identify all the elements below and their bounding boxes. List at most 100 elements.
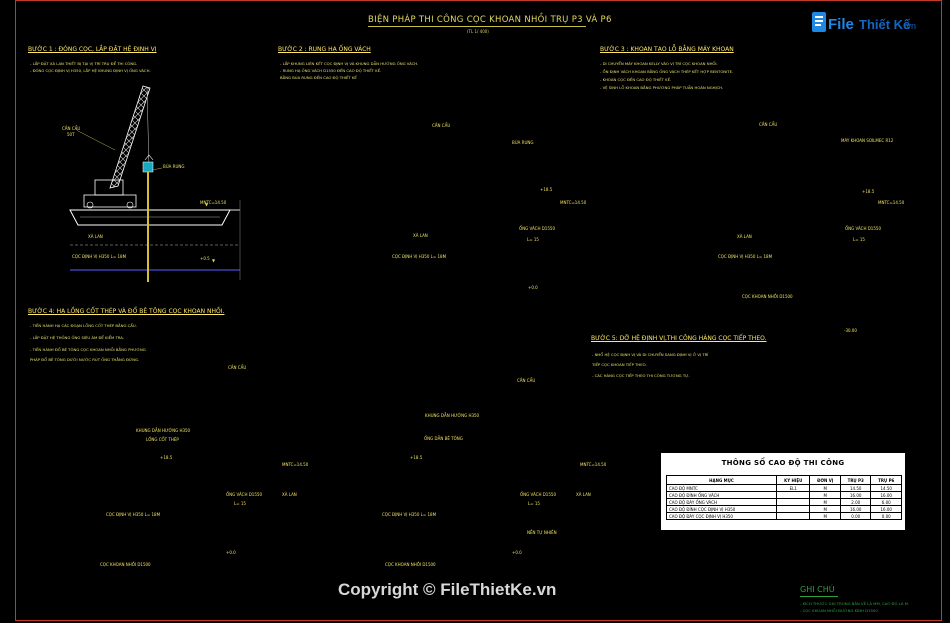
table-row: CAO ĐỘ ĐÁY CỌC ĐỊNH VỊ H350 M 0.00 0.00 xyxy=(666,512,902,520)
table-cell xyxy=(775,491,811,499)
step4-heading: BƯỚC 4: HẠ LỒNG CỐT THÉP VÀ ĐỔ BÊ TÔNG C… xyxy=(28,308,225,315)
table-cell: M xyxy=(809,512,841,520)
table-header: TRỤ P3 xyxy=(839,475,872,485)
svg-text:▼: ▼ xyxy=(205,202,209,207)
table-header: KÝ HIỆU xyxy=(775,475,811,485)
logo-text-1: File xyxy=(828,16,854,33)
logo-text-2: Thiết Kế xyxy=(859,17,911,32)
table-cell: 6.00 xyxy=(870,498,902,506)
table-cell: 14.50 xyxy=(870,484,902,492)
step1-note: - LẮP ĐẶT XÀ LAN THIẾT BỊ TẠI VỊ TRÍ TRỤ… xyxy=(30,61,138,66)
table-cell: 0.00 xyxy=(839,512,872,520)
label-casing: ỐNG VÁCH D1550 xyxy=(520,492,556,497)
table-cell: 0.00 xyxy=(870,512,902,520)
drawing-frame xyxy=(15,0,942,621)
table-grid: HẠNG MỤC KÝ HIỆU ĐƠN VỊ TRỤ P3 TRỤ P6 CA… xyxy=(666,475,902,520)
label-mntc: MNTC=14.50 xyxy=(200,200,227,205)
step2-note: BẰNG BÚA RUNG ĐẾN CAO ĐỘ THIẾT KẾ xyxy=(280,75,357,80)
label-level: +0.5 xyxy=(200,256,210,261)
label-casing-length: L= 15 xyxy=(527,237,539,242)
table-cell: M xyxy=(809,505,841,513)
table-cell: EL1 xyxy=(775,484,811,492)
table-cell: M xyxy=(809,491,841,499)
label-barge: XÀ LAN xyxy=(413,233,428,238)
table-header: HẠNG MỤC xyxy=(666,475,777,485)
label-level: +18.5 xyxy=(540,187,553,192)
label-level: +0.0 xyxy=(512,550,522,555)
step1-note: - ĐÓNG CỌC ĐỊNH VỊ H350, LẮP HỆ KHUNG ĐỊ… xyxy=(30,68,151,73)
copyright-watermark: Copyright © FileThietKe.vn xyxy=(338,580,557,599)
step4-note: PHÁP ĐỔ BÊ TÔNG DƯỚI NƯỚC RÚT ỐNG THẲNG … xyxy=(30,357,140,362)
label-drill: MÁY KHOAN SOILMEC R12 xyxy=(841,138,894,143)
label-level: +0.0 xyxy=(226,550,236,555)
label-mntc: MNTC=14.50 xyxy=(560,200,587,205)
table-cell: CAO ĐỘ ĐỈNH ỐNG VÁCH xyxy=(666,491,777,499)
label-guide-pile: CỌC ĐỊNH VỊ H350 L= 18M xyxy=(718,254,773,259)
label-vibro: BÚA RUNG xyxy=(163,164,185,169)
label-crane: CẦN CẨU xyxy=(432,123,451,128)
table-cell: 2.00 xyxy=(839,498,872,506)
step2-note: - RUNG HẠ ỐNG VÁCH D1550 ĐẾN CAO ĐỘ THIẾ… xyxy=(280,68,382,73)
step3-note: - ỔN ĐỊNH VÁCH KHOAN BẰNG ỐNG VÁCH THÉP … xyxy=(600,69,734,74)
step4-note: - TIẾN HÀNH ĐỔ BÊ TÔNG CỌC KHOAN NHỒI BẰ… xyxy=(30,347,146,352)
label-crane: CẦN CẨU xyxy=(759,122,778,127)
label-barge: XÀ LAN xyxy=(737,234,752,239)
label-crane: CẦN CẨU xyxy=(228,365,247,370)
table-cell: CAO ĐỘ MNTC xyxy=(666,484,777,492)
filethietke-logo: File Thiết Kế .vn xyxy=(812,12,916,33)
svg-text:▼: ▼ xyxy=(212,258,216,263)
label-casing-length: L= 15 xyxy=(528,501,540,506)
table-row: CAO ĐỘ ĐỈNH ỐNG VÁCH M 16.00 16.00 xyxy=(666,491,902,499)
table-header: TRỤ P6 xyxy=(870,475,902,485)
label-crane: CẦN CẨU xyxy=(62,126,81,131)
step3-note: - VỆ SINH LỖ KHOAN BẰNG PHƯƠNG PHÁP TUẦN… xyxy=(600,85,724,90)
table-cell xyxy=(775,512,811,520)
label-guide-frame: KHUNG DẪN HƯỚNG H350 xyxy=(136,428,191,433)
table-cell: CAO ĐỘ ĐÁY ỐNG VÁCH xyxy=(666,498,777,506)
label-barge: XÀ LAN xyxy=(88,234,103,239)
label-guide-pile: CỌC ĐỊNH VỊ H350 L= 18M xyxy=(382,512,437,517)
label-casing-length: L= 15 xyxy=(853,237,865,242)
table-cell: CAO ĐỘ ĐỈNH CỌC ĐỊNH VỊ H350 xyxy=(666,505,777,513)
step1-drawing: ▼ ▼ xyxy=(69,85,241,282)
label-cage: LỒNG CỐT THÉP xyxy=(146,437,179,442)
step5-note: - NHỔ HỆ CỌC ĐỊNH VỊ VÀ DI CHUYỂN SANG Đ… xyxy=(592,352,709,357)
label-level: +18.5 xyxy=(410,455,423,460)
label-vibro: BÚA RUNG xyxy=(512,140,534,145)
step2-note: - LẮP KHUNG LIÊN KẾT CỌC ĐỊNH VỊ VÀ KHUN… xyxy=(280,61,419,66)
label-casing-length: L= 15 xyxy=(234,501,246,506)
label-bored-pile: CỌC KHOAN NHỒI D1500 xyxy=(100,562,151,567)
table-row: CAO ĐỘ ĐỈNH CỌC ĐỊNH VỊ H350 M 16.00 16.… xyxy=(666,505,902,513)
step2-heading: BƯỚC 2 : RUNG HẠ ỐNG VÁCH xyxy=(278,46,371,53)
label-casing: ỐNG VÁCH D1550 xyxy=(226,492,262,497)
label-casing: ỐNG VÁCH D1550 xyxy=(845,226,881,231)
label-crane-cap: 50T xyxy=(67,132,75,137)
notes-title: GHI CHÚ xyxy=(800,585,835,594)
label-mntc: MNTC=14.50 xyxy=(282,462,309,467)
table-cell: 14.50 xyxy=(839,484,872,492)
table-cell: 16.00 xyxy=(839,505,872,513)
step1-heading: BƯỚC 1 : ĐÓNG CỌC, LẮP ĐẶT HỆ ĐỊNH VỊ xyxy=(28,46,157,53)
label-level: +0.0 xyxy=(528,285,538,290)
table-row: CAO ĐỘ MNTC EL1 M 14.50 14.50 xyxy=(666,484,902,492)
step5-note: TIẾP CỌC KHOAN TIẾP THEO. xyxy=(592,362,647,367)
label-guide-pile: CỌC ĐỊNH VỊ H350 L= 18M xyxy=(106,512,161,517)
label-guide-pile: CỌC ĐỊNH VỊ H350 L= 18M xyxy=(72,254,127,259)
step3-note: - DI CHUYỂN MÁY KHOAN KELLY VÀO VỊ TRÍ C… xyxy=(600,61,718,66)
table-header: ĐƠN VỊ xyxy=(809,475,841,485)
table-cell: 16.00 xyxy=(870,505,902,513)
drawing-title: BIỆN PHÁP THI CÔNG CỌC KHOAN NHỒI TRỤ P3… xyxy=(368,15,612,25)
step3-note: - KHOAN CỌC ĐẾN CAO ĐỘ THIẾT KẾ. xyxy=(600,77,672,82)
step3-heading: BƯỚC 3 : KHOAN TẠO LỖ BẰNG MÁY KHOAN xyxy=(600,46,734,53)
label-guide-frame: KHUNG DẪN HƯỚNG H350 xyxy=(425,413,480,418)
label-mntc: MNTC=14.50 xyxy=(878,200,905,205)
step4-note: - TIẾN HÀNH HẠ CÁC ĐOẠN LỒNG CỐT THÉP BẰ… xyxy=(30,323,137,328)
table-cell xyxy=(775,505,811,513)
label-ground: NỀN TỰ NHIÊN xyxy=(527,530,557,535)
label-bored-pile: CỌC KHOAN NHỒI D1500 xyxy=(742,294,793,299)
logo-text-3: .vn xyxy=(904,21,916,31)
table-cell: CAO ĐỘ ĐÁY CỌC ĐỊNH VỊ H350 xyxy=(666,512,777,520)
label-guide-pile: CỌC ĐỊNH VỊ H350 L= 18M xyxy=(392,254,447,259)
table-cell: M xyxy=(809,484,841,492)
label-crane: CẦN CẨU xyxy=(517,378,536,383)
